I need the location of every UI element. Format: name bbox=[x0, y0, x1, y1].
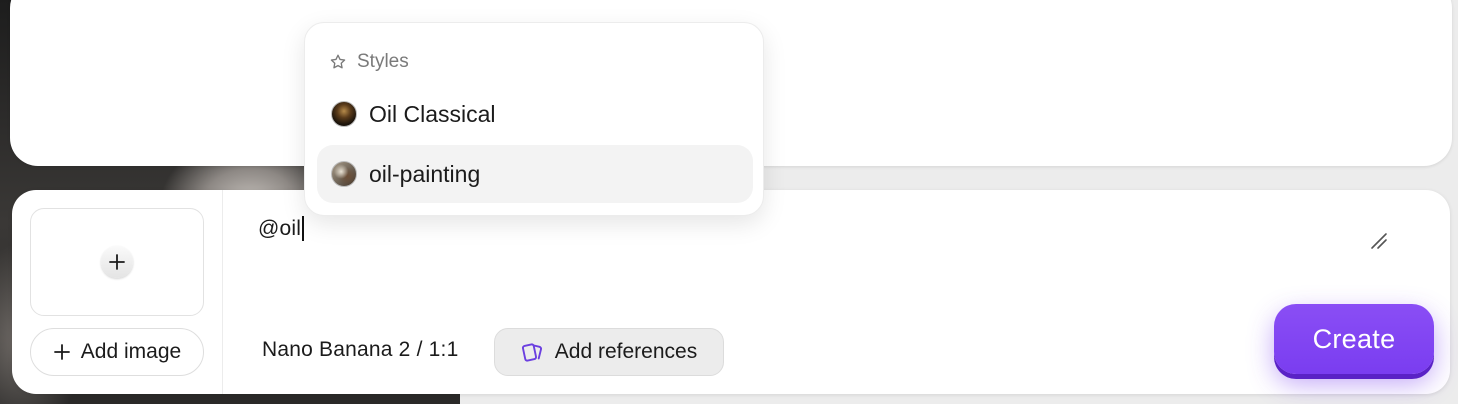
add-image-label: Add image bbox=[80, 340, 182, 363]
text-caret bbox=[302, 216, 305, 241]
resize-handle-icon[interactable] bbox=[1368, 230, 1388, 250]
plus-icon bbox=[109, 254, 125, 270]
add-references-button[interactable]: Add references bbox=[494, 328, 724, 376]
model-selector[interactable]: Nano Banana 2 / 1:1 bbox=[262, 338, 459, 361]
add-references-label: Add references bbox=[554, 340, 698, 363]
add-image-button[interactable]: Add image bbox=[30, 328, 204, 376]
prompt-composer: Add image @oil Nano Banana 2 / 1:1 Add r… bbox=[12, 190, 1450, 394]
composer-divider bbox=[222, 190, 223, 394]
prompt-input[interactable]: @oil bbox=[258, 216, 305, 241]
style-option-label: oil-painting bbox=[369, 160, 481, 187]
image-upload-tile[interactable] bbox=[30, 208, 204, 316]
styles-section-header: Styles bbox=[329, 51, 409, 73]
prompt-value: @oil bbox=[258, 216, 302, 240]
mention-dropdown: Styles Oil Classical oil-painting bbox=[304, 22, 764, 216]
style-option-label: Oil Classical bbox=[369, 100, 496, 127]
plus-icon bbox=[53, 344, 70, 360]
style-option-oil-classical[interactable]: Oil Classical bbox=[317, 85, 753, 143]
style-option-oil-painting[interactable]: oil-painting bbox=[317, 145, 753, 203]
cards-icon bbox=[521, 343, 542, 362]
create-button[interactable]: Create bbox=[1274, 304, 1434, 374]
upload-plus-button[interactable] bbox=[101, 246, 133, 278]
oil-painting-thumbnail bbox=[331, 161, 357, 187]
oil-classical-thumbnail bbox=[331, 101, 357, 127]
star-outline-icon bbox=[330, 54, 346, 69]
styles-header-label: Styles bbox=[357, 51, 409, 72]
